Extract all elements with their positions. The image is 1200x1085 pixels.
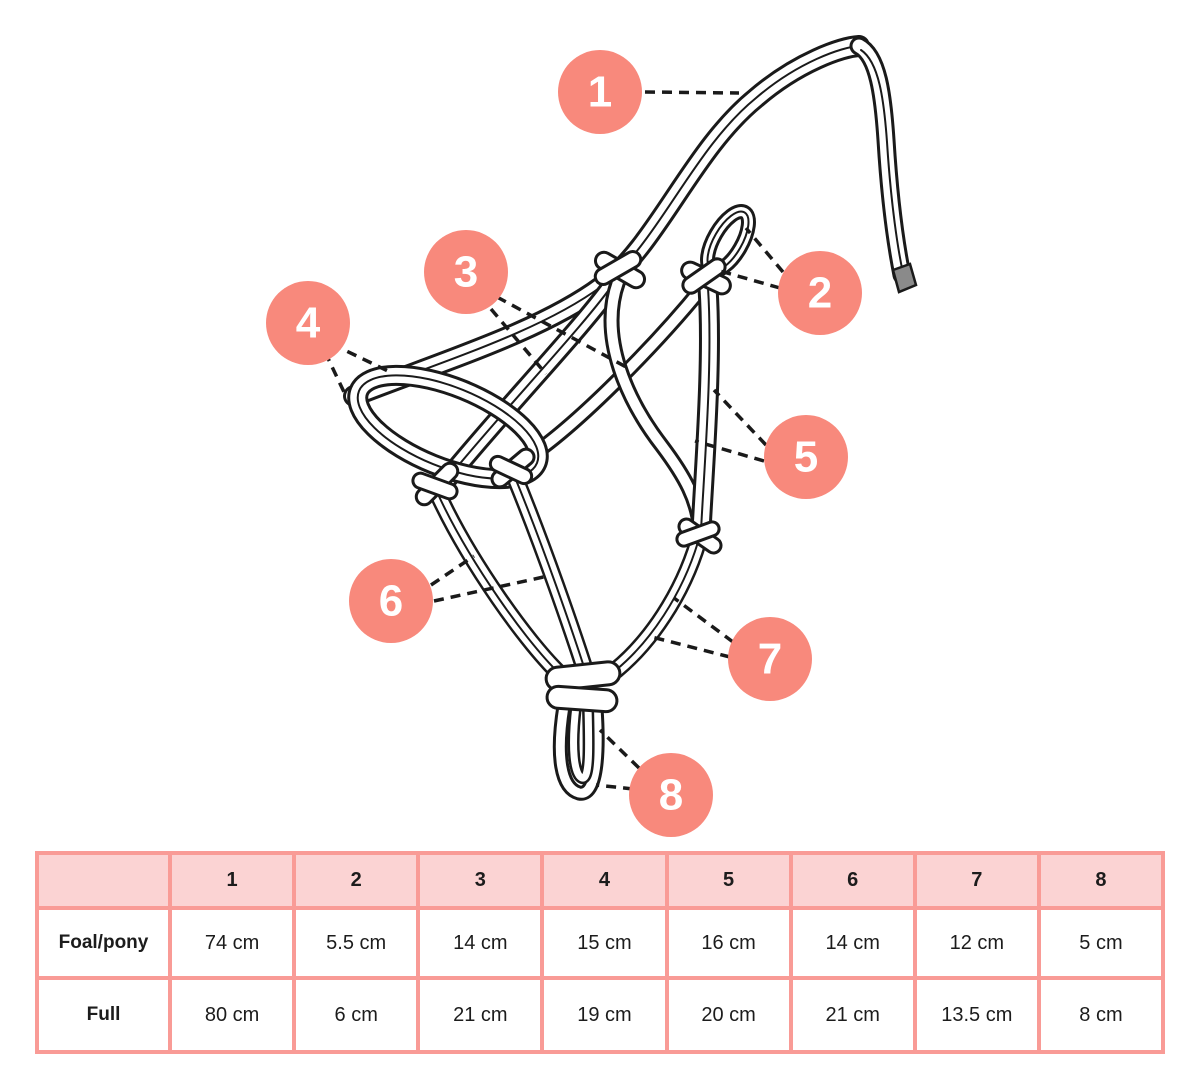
knot-tie-loop [680, 257, 732, 296]
callout-2-label: 2 [808, 269, 832, 318]
callout-4: 4 [266, 281, 350, 365]
size-cell: 15 cm [540, 906, 669, 980]
size-cell: 21 cm [416, 976, 545, 1054]
nose-rope-right [505, 466, 594, 679]
callout-7: 7 [728, 617, 812, 701]
size-table-header-row: 1 2 3 4 5 6 7 8 [35, 851, 1166, 910]
col-header-1: 1 [167, 851, 297, 910]
nose-rope-left [428, 483, 572, 686]
size-cell: 5 cm [1036, 906, 1166, 980]
col-header-empty [35, 851, 172, 910]
col-header-6: 6 [788, 851, 917, 910]
size-cell: 21 cm [788, 976, 917, 1054]
callout-5-label: 5 [794, 433, 818, 482]
row-label: Full [35, 976, 172, 1054]
callout-lines-2 [719, 226, 785, 290]
col-header-8: 8 [1036, 851, 1166, 910]
callout-6: 6 [349, 559, 433, 643]
left-cheek-rope [437, 269, 627, 489]
callout-4-label: 4 [296, 299, 321, 348]
row-label: Foal/pony [35, 906, 172, 980]
size-cell: 74 cm [167, 906, 297, 980]
size-cell: 12 cm [912, 906, 1041, 980]
callout-7-label: 7 [758, 635, 782, 684]
size-cell: 16 cm [664, 906, 793, 980]
callout-5: 5 [764, 415, 848, 499]
crown-loop [347, 364, 549, 490]
size-cell: 13.5 cm [912, 976, 1041, 1054]
callout-3: 3 [424, 230, 508, 314]
callout-lines-1 [644, 90, 740, 95]
callout-8-label: 8 [659, 771, 683, 820]
size-cell: 19 cm [540, 976, 669, 1054]
callout-lines-8 [595, 728, 641, 791]
size-cell: 80 cm [167, 976, 297, 1054]
callout-1-label: 1 [588, 68, 612, 117]
knot-loop-left [411, 461, 460, 507]
callout-3-label: 3 [454, 248, 478, 297]
col-header-5: 5 [664, 851, 793, 910]
size-cell: 5.5 cm [292, 906, 421, 980]
crown-strap-end [849, 36, 918, 294]
col-header-3: 3 [416, 851, 545, 910]
callout-lines-6 [430, 554, 549, 603]
jaw-rope-right [607, 533, 707, 679]
size-table: 1 2 3 4 5 6 7 8 Foal/pony 74 cm 5.5 cm 1… [35, 851, 1166, 1054]
size-cell: 14 cm [416, 906, 545, 980]
callout-6-label: 6 [379, 577, 403, 626]
knot-loop-right [488, 447, 536, 489]
knot-right-jaw [675, 517, 723, 555]
col-header-7: 7 [912, 851, 1041, 910]
callout-2: 2 [778, 251, 862, 335]
callout-lines-7 [647, 596, 735, 659]
size-cell: 14 cm [788, 906, 917, 980]
size-row-foal-pony: Foal/pony 74 cm 5.5 cm 14 cm 15 cm 16 cm… [35, 906, 1166, 980]
fiador-knot [544, 660, 622, 714]
size-cell: 20 cm [664, 976, 793, 1054]
size-cell: 6 cm [292, 976, 421, 1054]
callout-lines-3 [489, 295, 629, 376]
callout-1: 1 [558, 50, 642, 134]
callout-lines-5 [694, 388, 768, 463]
strap-tip [891, 262, 918, 294]
size-row-full: Full 80 cm 6 cm 21 cm 19 cm 20 cm 21 cm … [35, 976, 1166, 1054]
callout-8: 8 [629, 753, 713, 837]
jaw-cross-rope [603, 274, 708, 535]
halter-diagram: 1 2 3 4 5 6 7 8 [266, 35, 918, 837]
col-header-4: 4 [540, 851, 669, 910]
size-cell: 8 cm [1036, 976, 1166, 1054]
crown-strap [343, 35, 870, 407]
fiador-loop [552, 698, 605, 801]
right-cheek-rope [690, 277, 720, 542]
col-header-2: 2 [292, 851, 421, 910]
